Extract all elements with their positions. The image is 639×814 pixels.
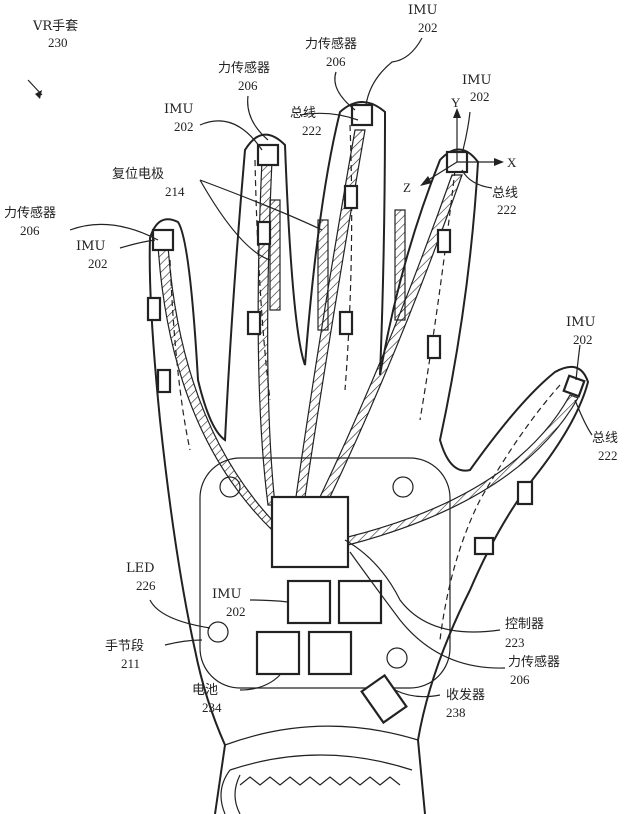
- label-force-sensor-ring: 力传感器 206: [218, 60, 270, 93]
- svg-text:202: 202: [573, 332, 593, 347]
- svg-text:202: 202: [470, 89, 490, 104]
- svg-text:手节段: 手节段: [105, 639, 144, 654]
- svg-text:IMU: IMU: [212, 587, 241, 602]
- reset-electrode: [317, 219, 329, 331]
- strap: [220, 769, 241, 814]
- label-force-sensor-middle: 力传感器 206: [305, 36, 357, 69]
- battery: [255, 630, 301, 676]
- svg-text:力传感器: 力传感器: [4, 205, 56, 221]
- svg-text:IMU: IMU: [76, 239, 105, 254]
- arrow-icon: [35, 90, 42, 99]
- svg-text:238: 238: [446, 705, 466, 720]
- label-led: LED 226: [126, 561, 156, 593]
- cuff: [224, 725, 419, 771]
- svg-text:234: 234: [202, 700, 222, 715]
- label-imu-middle: IMU 202: [408, 3, 438, 35]
- svg-text:226: 226: [136, 578, 156, 593]
- controller: [270, 495, 350, 569]
- battery: [307, 630, 353, 676]
- svg-text:222: 222: [497, 202, 517, 217]
- svg-text:总线: 总线: [592, 431, 618, 446]
- label-imu-palm: IMU 202: [212, 587, 246, 619]
- bus: [157, 244, 273, 532]
- svg-text:206: 206: [326, 54, 346, 69]
- palm-imu: [337, 579, 383, 625]
- svg-text:复位电极: 复位电极: [112, 167, 164, 182]
- label-transceiver: 收发器 238: [446, 687, 485, 720]
- svg-text:206: 206: [20, 223, 40, 238]
- svg-text:收发器: 收发器: [446, 687, 485, 703]
- svg-text:202: 202: [88, 256, 108, 271]
- led: [207, 621, 229, 643]
- svg-text:总线: 总线: [492, 186, 518, 201]
- svg-text:力传感器: 力传感器: [508, 654, 560, 670]
- led: [392, 476, 414, 498]
- transceiver: [360, 673, 408, 725]
- svg-text:IMU: IMU: [566, 315, 595, 330]
- label-force-sensor-palm: 力传感器 206: [508, 654, 560, 687]
- svg-text:222: 222: [598, 448, 618, 463]
- axis-x-label: X: [507, 155, 517, 170]
- axis-y-label: Y: [451, 95, 461, 110]
- label-hand-segment: 手节段 211: [105, 639, 144, 671]
- svg-text:控制器: 控制器: [505, 617, 544, 632]
- label-force-sensor-pinky: 力传感器 206: [4, 205, 56, 238]
- svg-text:IMU: IMU: [164, 102, 193, 117]
- svg-text:214: 214: [165, 184, 185, 199]
- reset-electrode: [269, 199, 281, 311]
- svg-text:206: 206: [238, 78, 258, 93]
- label-imu-pinky: IMU 202: [76, 239, 108, 271]
- glove-ref: 230: [48, 35, 68, 50]
- force-sensors: [146, 184, 534, 556]
- fingertip-imus: [151, 103, 586, 398]
- label-imu-thumb: IMU 202: [566, 315, 595, 347]
- svg-text:IMU: IMU: [408, 3, 437, 18]
- svg-text:222: 222: [302, 123, 322, 138]
- label-controller: 控制器 223: [505, 617, 544, 650]
- svg-text:223: 223: [505, 635, 525, 650]
- cuff-zigzag: [239, 776, 401, 786]
- hand-segment-panel: [199, 457, 451, 689]
- svg-text:202: 202: [174, 119, 194, 134]
- reset-electrode: [394, 209, 406, 321]
- svg-text:202: 202: [226, 604, 246, 619]
- label-imu-ring: IMU 202: [164, 102, 194, 134]
- label-bus-thumb: 总线 222: [592, 431, 618, 463]
- axis-z-label: Z: [403, 180, 411, 195]
- svg-text:IMU: IMU: [462, 73, 491, 88]
- label-bus-middle: 总线 222: [290, 106, 322, 138]
- svg-text:电池: 电池: [192, 683, 218, 698]
- svg-text:202: 202: [418, 20, 438, 35]
- svg-text:LED: LED: [126, 561, 155, 576]
- led: [386, 647, 408, 669]
- leader-lines: [69, 37, 593, 698]
- svg-text:力传感器: 力传感器: [218, 60, 270, 76]
- coordinate-axes: Y X Z: [403, 95, 517, 195]
- svg-text:211: 211: [121, 656, 140, 671]
- svg-text:力传感器: 力传感器: [305, 36, 357, 52]
- glove-title: VR手套: [32, 18, 78, 34]
- svg-text:总线: 总线: [290, 106, 316, 121]
- palm-imu: [286, 579, 332, 625]
- svg-text:206: 206: [510, 672, 530, 687]
- label-battery: 电池 234: [192, 683, 222, 715]
